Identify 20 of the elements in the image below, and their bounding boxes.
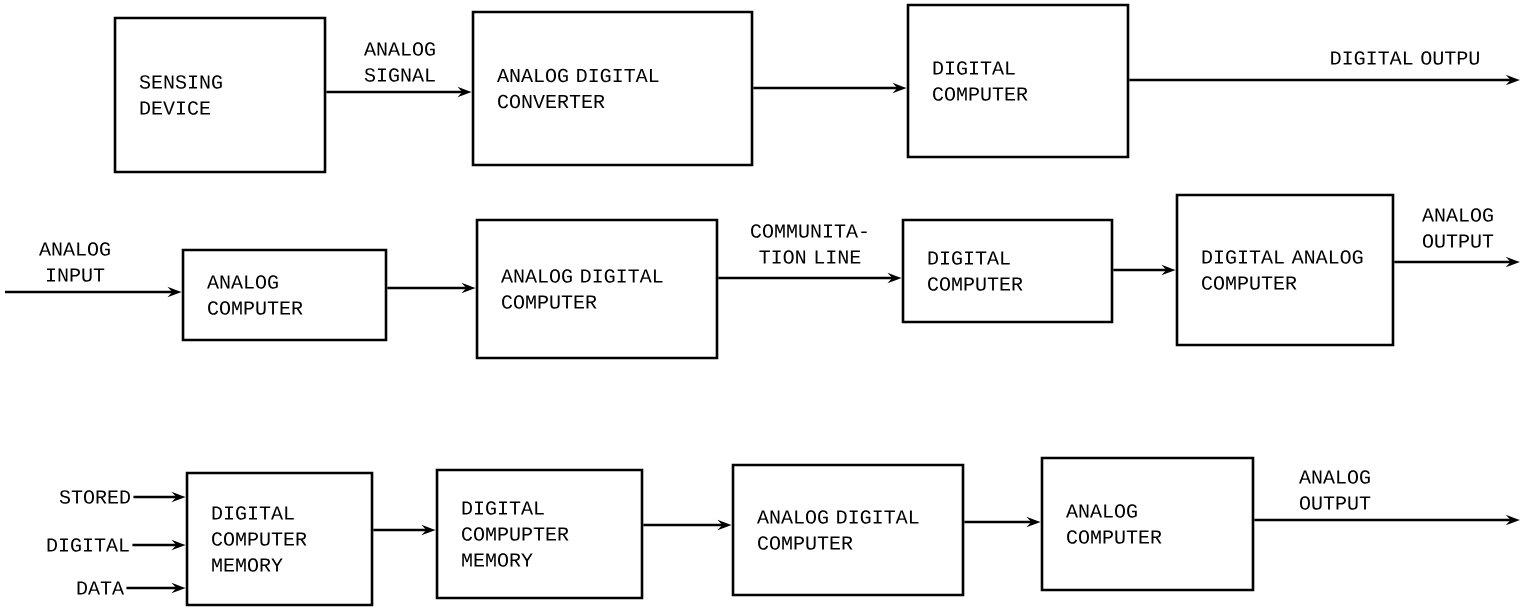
input-label: DATA <box>77 581 125 595</box>
process-box: ANALOG COMPUTER <box>1040 456 1255 592</box>
edge-label: ANALOG SIGNAL <box>364 42 435 82</box>
process-box: DIGITAL COMPUTER <box>906 3 1130 159</box>
input-label: DIGITAL <box>47 538 129 552</box>
edge-label: ANALOG OUTPUT <box>1422 208 1494 248</box>
process-box: ANALOG DIGITAL CONVERTER <box>471 10 754 167</box>
edge-label: COMMUNITA- TION LINE <box>751 224 867 264</box>
edge-label: DIGITAL OUTPU <box>1331 51 1479 65</box>
process-box: DIGITAL COMPUTER <box>901 218 1114 324</box>
edge-label: ANALOG INPUT <box>39 242 110 282</box>
process-box: DIGITAL COMPUPTER MEMORY <box>435 468 644 600</box>
input-label: STORED <box>59 490 130 504</box>
process-box: DIGITAL ANALOG COMPUTER <box>1175 193 1395 347</box>
process-box: ANALOG DIGITAL COMPUTER <box>475 218 719 360</box>
process-box: SENSING DEVICE <box>113 16 327 174</box>
edge-label: ANALOG OUTPUT <box>1299 470 1371 510</box>
process-box: ANALOG DIGITAL COMPUTER <box>731 463 965 597</box>
process-box: DIGITAL COMPUTER MEMORY <box>185 471 374 607</box>
process-box: ANALOG COMPUTER <box>181 248 388 342</box>
